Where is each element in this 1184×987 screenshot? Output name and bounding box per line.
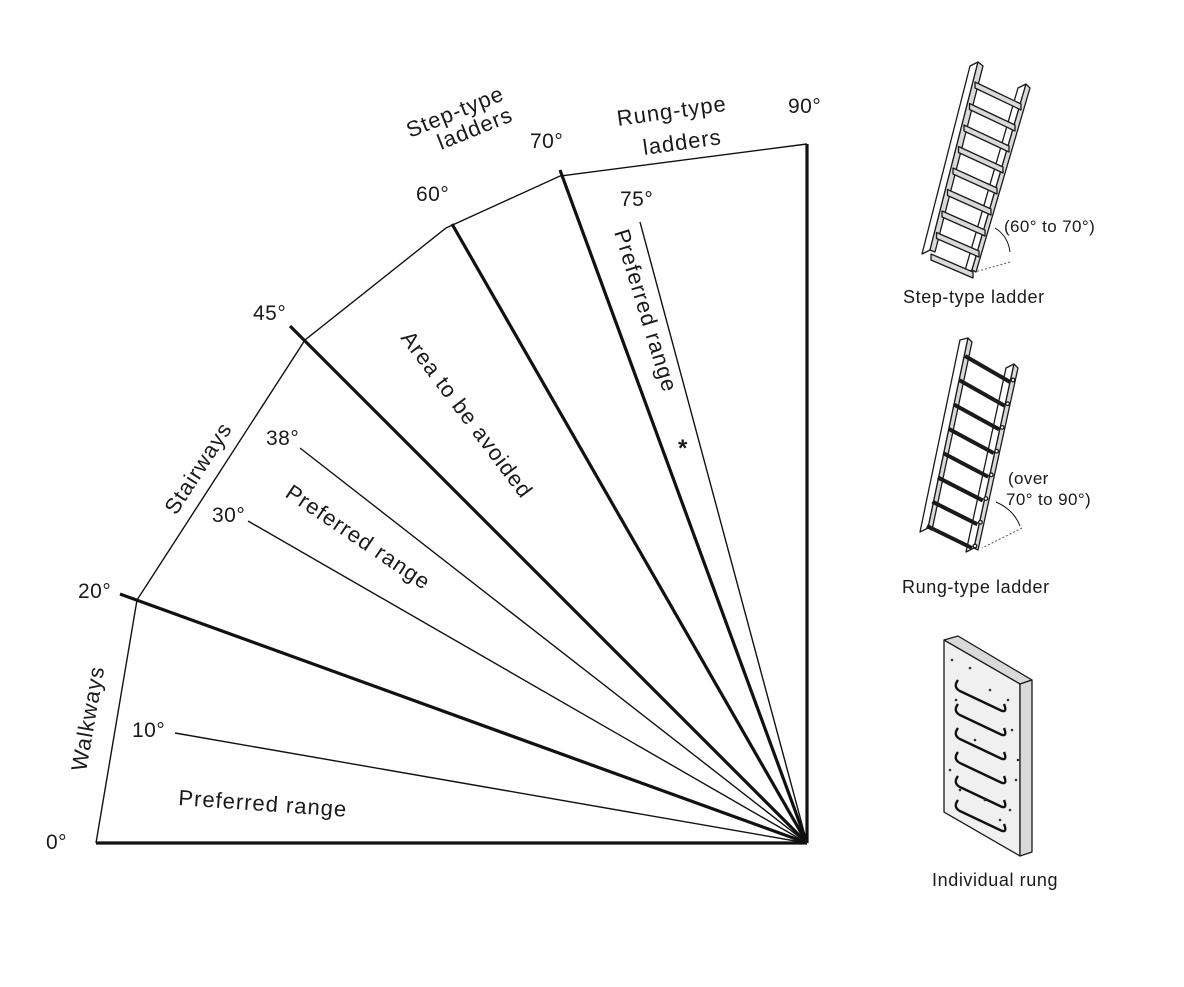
- speckle: [1010, 728, 1014, 732]
- range-label-avoid: Area to be avoided: [396, 326, 538, 503]
- angle-label-20: 20°: [78, 580, 111, 603]
- rung-bar: [926, 524, 973, 550]
- step-tread: [957, 145, 1004, 174]
- rung-ladder-angle-label-2: 70° to 90°): [1006, 490, 1091, 509]
- speckle: [968, 666, 972, 670]
- zone-label-rung-type-ladders-2: ladders: [641, 124, 723, 160]
- range-label-stairway-preferred: Preferred range: [281, 479, 435, 594]
- speckle: [948, 768, 952, 772]
- ray-38: [299, 447, 808, 844]
- step-tread: [930, 253, 974, 279]
- speckle: [998, 818, 1002, 822]
- range-label-ladder-preferred-mark: *: [678, 435, 688, 462]
- rung-bar: [963, 354, 1012, 384]
- individual-rung-illustration: [943, 635, 1033, 857]
- rung-hook: [954, 679, 1007, 713]
- rung-hook: [954, 775, 1007, 809]
- speckle: [954, 698, 958, 702]
- range-label-ladder-preferred: Preferred range: [609, 226, 682, 395]
- step-ladder-angle-label: (60° to 70°): [1004, 217, 1095, 236]
- zone-label-walkways: Walkways: [66, 664, 109, 773]
- rung-hole: [999, 424, 1005, 430]
- rung-hole: [977, 519, 983, 525]
- rung-hole: [972, 543, 978, 549]
- step-tread: [974, 81, 1022, 111]
- angle-label-75: 75°: [620, 188, 653, 211]
- step-ladder-caption: Step-type ladder: [903, 287, 1045, 307]
- ray-60: [450, 223, 809, 844]
- angle-label-38: 38°: [266, 427, 299, 450]
- angle-label-45: 45°: [253, 302, 286, 325]
- speckle: [973, 738, 977, 742]
- angle-label-0: 0°: [46, 831, 67, 854]
- speckle: [1016, 758, 1020, 762]
- angle-label-70: 70°: [530, 130, 563, 153]
- speckle: [983, 798, 987, 802]
- ray-30: [247, 520, 808, 844]
- rung-hook: [954, 727, 1007, 761]
- step-tread: [952, 167, 998, 195]
- angle-label-10: 10°: [132, 719, 165, 742]
- speckle: [988, 688, 992, 692]
- step-tread: [935, 231, 980, 258]
- angle-label-60: 60°: [416, 183, 449, 206]
- outer-boundary: [95, 143, 808, 844]
- rung-hole: [994, 448, 1000, 454]
- rung-bar: [931, 499, 979, 527]
- speckle: [1008, 808, 1012, 812]
- speckle: [1006, 698, 1010, 702]
- rung-hole: [1005, 401, 1011, 407]
- step-tread: [968, 102, 1016, 132]
- speckle: [1014, 778, 1018, 782]
- step-tread: [946, 188, 992, 216]
- ray-45: [288, 324, 809, 845]
- angle-label-90: 90°: [788, 95, 821, 118]
- ray-10: [174, 732, 808, 844]
- rung-hole: [1010, 377, 1016, 383]
- individual-rung-caption: Individual rung: [932, 870, 1058, 890]
- speckle: [958, 788, 962, 792]
- step-ladder-illustration: [921, 61, 1031, 279]
- rung-bar: [953, 402, 1001, 432]
- step-tread: [941, 210, 986, 237]
- rung-bar: [958, 378, 1006, 408]
- speckle: [950, 658, 954, 662]
- rung-bar: [936, 475, 984, 503]
- range-label-walkway-preferred: Preferred range: [178, 785, 348, 822]
- rung-bar: [947, 427, 995, 455]
- rung-ladder-caption: Rung-type ladder: [902, 577, 1050, 597]
- angle-label-30: 30°: [212, 504, 245, 527]
- rung-bar: [942, 451, 990, 479]
- rung-hook: [954, 799, 1007, 833]
- ray-70: [558, 169, 809, 844]
- rung-hook: [954, 703, 1007, 737]
- rung-hook: [954, 751, 1007, 785]
- rung-ladder-angle-label-1: (over: [1008, 469, 1049, 488]
- step-tread: [963, 124, 1010, 153]
- rung-hole: [988, 472, 994, 478]
- rung-ladder-illustration: [919, 337, 1023, 553]
- rung-hole: [983, 496, 989, 502]
- ray-75: [639, 221, 808, 844]
- ray-20: [119, 592, 808, 845]
